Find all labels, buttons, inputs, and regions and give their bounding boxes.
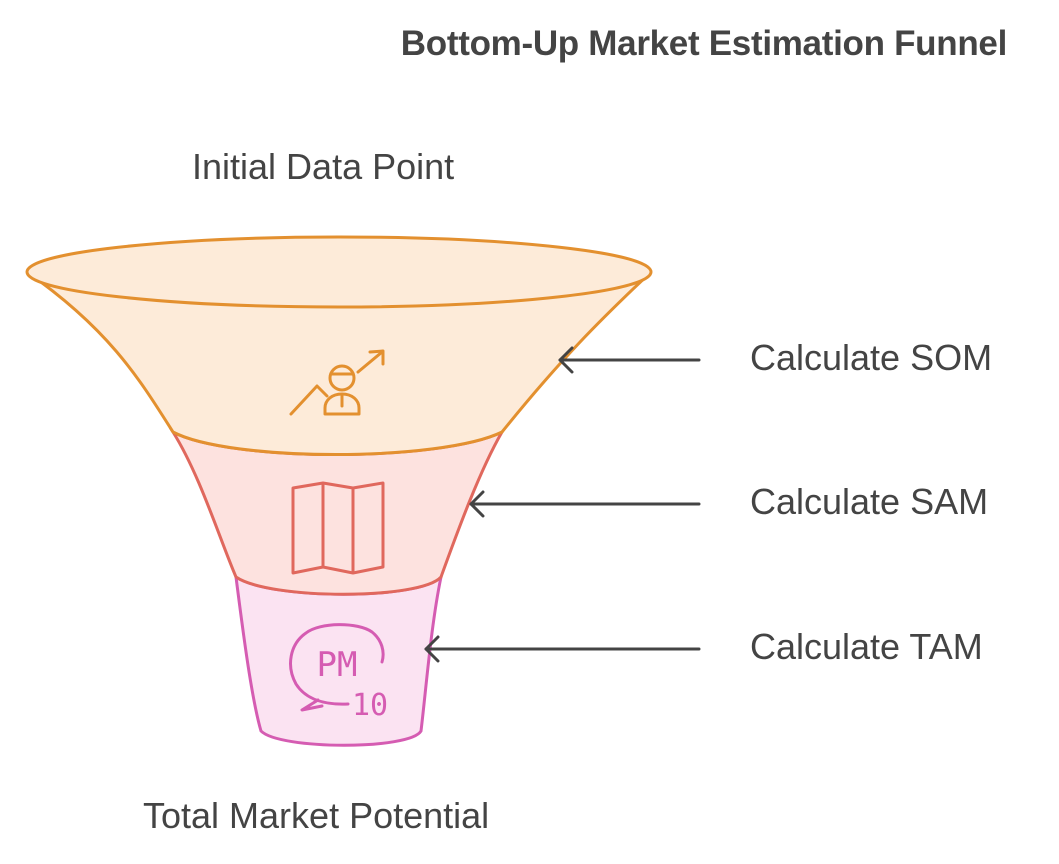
arrow-sam [469,490,701,518]
person-growth-icon [289,349,385,416]
pm10-icon-bottom-text: 10 [352,688,388,723]
stage-label-tam: Calculate TAM [750,626,983,667]
stage-label-sam: Calculate SAM [750,481,989,522]
stage-label-som: Calculate SOM [750,337,993,378]
funnel-stage-som[interactable] [25,235,653,456]
arrow-tam [424,635,701,663]
funnel-bottom-label: Total Market Potential [143,795,490,836]
funnel-top-label: Initial Data Point [192,146,455,187]
pm10-icon-top-text: PM [317,645,358,685]
arrow-som [558,346,701,374]
pm10-speech-bubble-icon: PM 10 [289,623,388,723]
diagram-title: Bottom-Up Market Estimation Funnel [400,24,1008,63]
map-icon [291,481,385,575]
funnel-top-rim [25,235,653,309]
